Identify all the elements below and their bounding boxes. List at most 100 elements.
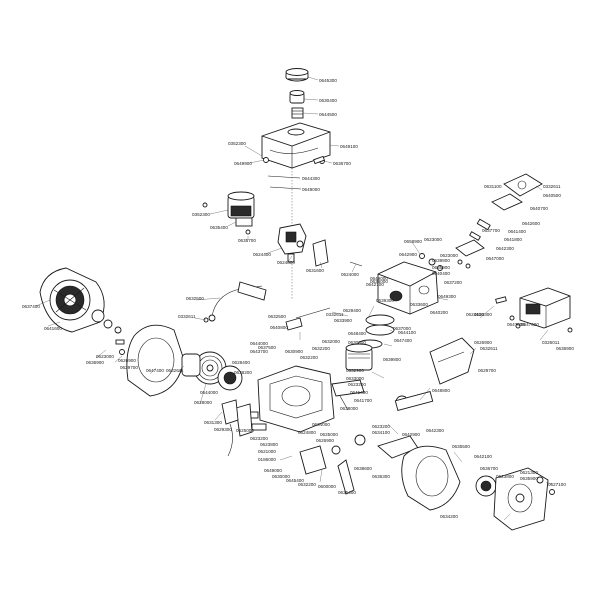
part-label: 0641400 <box>350 390 368 395</box>
part-label: 0635500 <box>452 444 470 449</box>
part-label: 0633900 <box>334 318 352 323</box>
part-label: 0631100 <box>484 184 502 189</box>
part-label: 0637500 <box>258 345 276 350</box>
part-label: 0635900 <box>520 476 538 481</box>
part-label: 0632611 <box>166 368 184 373</box>
part-labels: 0645300 0630400 0644500 0649100 0352300 … <box>22 78 574 519</box>
part-label: 0647000 <box>486 256 504 261</box>
part-label: 0637400 <box>22 304 40 309</box>
part-label: 0623000 <box>424 237 442 242</box>
part-label: 0637000 <box>393 326 411 331</box>
part-label: 0636700 <box>480 466 498 471</box>
part-label: 0630900 <box>285 349 303 354</box>
part-label: 0649100 <box>340 144 358 149</box>
engine-block <box>235 365 335 437</box>
part-label: 0352300 <box>192 212 210 217</box>
part-label: 0634100 <box>372 430 390 435</box>
part-label: 0625000 <box>320 432 338 437</box>
ignition-parts <box>221 399 355 495</box>
part-label: 0623200 <box>372 424 390 429</box>
part-label: 0642100 <box>366 282 384 287</box>
part-label: 0645400 <box>286 478 304 483</box>
carburetor <box>277 223 363 267</box>
part-label: 0638000 <box>340 406 358 411</box>
part-label: 0642600 <box>522 221 540 226</box>
part-label: 0647400 <box>394 338 412 343</box>
part-label: 0624100 <box>466 312 484 317</box>
part-label: 0639800 <box>383 357 401 362</box>
part-label: 0649900 <box>234 161 252 166</box>
muffler <box>495 287 573 333</box>
part-label: 0641700 <box>354 398 372 403</box>
part-label: 0644100 <box>398 330 416 335</box>
part-label: 0647400 <box>146 368 164 373</box>
part-label: 0643700 <box>250 349 268 354</box>
part-label: 0629700 <box>478 368 496 373</box>
part-label: 0629300 <box>214 427 232 432</box>
part-label: 0627100 <box>548 482 566 487</box>
part-label: 0632200 <box>298 482 316 487</box>
part-label: 0647600 <box>521 322 539 327</box>
part-label: 0626900 <box>316 438 334 443</box>
part-label: 0649000 <box>264 468 282 473</box>
part-label: 0639800 <box>432 258 450 263</box>
valve-cover-assembly <box>455 173 543 269</box>
flywheel <box>181 351 243 391</box>
part-label: 0624300 <box>474 312 492 317</box>
part-label: 0631600 <box>306 268 324 273</box>
fan-housing <box>115 324 185 397</box>
part-label: 0641400 <box>508 229 526 234</box>
part-label: 0623000 <box>96 354 114 359</box>
part-label: 0626900 <box>474 340 492 345</box>
part-label: 0624800 <box>298 430 316 435</box>
part-label: 0326011 <box>542 340 560 345</box>
part-label: 0626900 <box>118 358 136 363</box>
part-label: 0632500 <box>268 314 286 319</box>
part-label: 0642900 <box>402 432 420 437</box>
part-label: 0632000 <box>322 339 340 344</box>
part-label: 0623200 <box>348 382 366 387</box>
exhaust-shield <box>429 337 475 385</box>
part-label: 0635700 <box>238 238 256 243</box>
part-label: 0632611 <box>480 346 498 351</box>
part-label: 0186000 <box>258 457 276 462</box>
part-label: 0641600 <box>44 326 62 331</box>
part-label: 0645300 <box>319 78 337 83</box>
part-label: 0640200 <box>430 310 448 315</box>
part-label: 0624000 <box>341 272 359 277</box>
part-label: 0648400 <box>348 331 366 336</box>
part-label: 0629400 <box>343 308 361 313</box>
part-label: 0640700 <box>530 206 548 211</box>
part-label: 0352300 <box>228 141 246 146</box>
part-label: 0648800 <box>432 388 450 393</box>
part-label: 0637200 <box>444 280 462 285</box>
part-label: 0636900 <box>556 346 574 351</box>
recoil-starter <box>39 267 122 334</box>
part-label: 0632900 <box>346 368 364 373</box>
crankcase-cover <box>401 445 461 511</box>
part-label: 0632200 <box>300 355 318 360</box>
part-label: 0629700 <box>120 365 138 370</box>
part-label: 0658900 <box>404 239 422 244</box>
part-label: 0623200 <box>250 436 268 441</box>
fuel-tank-assembly <box>261 68 331 169</box>
gear-case <box>475 467 555 531</box>
part-label: 0623000 <box>440 253 458 258</box>
part-label: 0642900 <box>399 252 417 257</box>
part-label: 0642300 <box>496 246 514 251</box>
part-label: 0635900 <box>432 265 450 270</box>
part-label: 0649300 <box>438 294 456 299</box>
leader-lines <box>35 76 553 521</box>
part-label: 0332611 <box>178 314 196 319</box>
part-label: 0634200 <box>440 514 458 519</box>
part-label: 0623800 <box>496 474 514 479</box>
part-label: 0636700 <box>333 161 351 166</box>
part-label: 0647800 <box>507 322 525 327</box>
part-label: 0635400 <box>210 225 228 230</box>
part-label: 0600000 <box>318 484 336 489</box>
part-label: 0640800 <box>270 325 288 330</box>
cylinder-head <box>377 253 443 315</box>
air-filter-assembly <box>202 191 255 235</box>
